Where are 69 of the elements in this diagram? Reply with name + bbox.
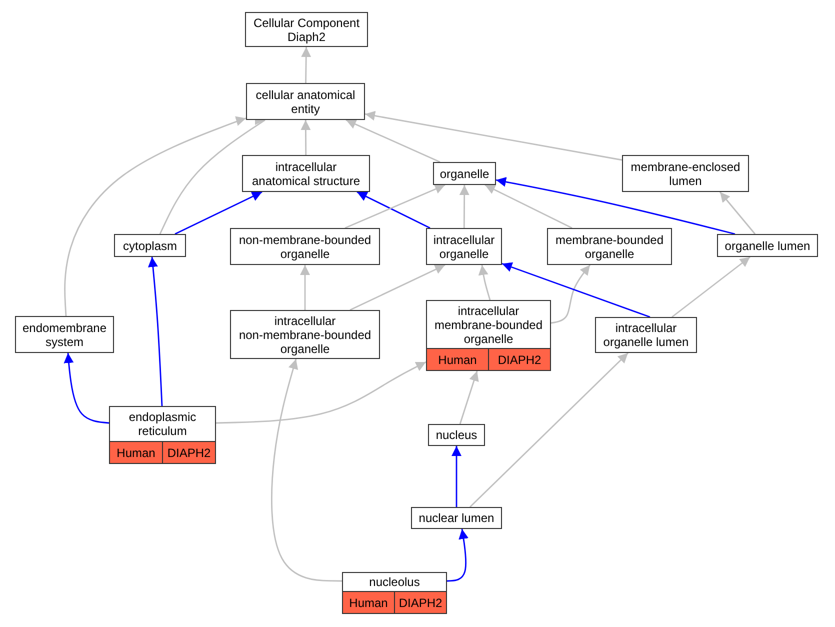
term-box (433, 162, 496, 185)
term-box (242, 155, 370, 192)
annotation-cell: DIAPH2 (488, 349, 550, 370)
annotation-cell: DIAPH2 (162, 442, 215, 463)
term-label: nucleus (434, 428, 478, 442)
term-box (595, 317, 697, 353)
term-label: intracellular organelle lumen (602, 321, 690, 349)
term-label: endoplasmic reticulum (128, 410, 198, 438)
term-label: membrane-bounded organelle (554, 232, 665, 260)
term-label: organelle (438, 166, 490, 180)
arrow (452, 446, 462, 507)
term-box (717, 234, 818, 257)
term-box (230, 310, 380, 359)
arrow (344, 184, 446, 229)
term-label: Cellular Component Diaph2 (252, 16, 361, 44)
term-box (547, 228, 672, 265)
arrow (719, 192, 756, 234)
arrow (64, 116, 246, 316)
term-label: intracellular membrane-bounded organelle (433, 304, 544, 346)
term-label: endomembrane system (21, 320, 108, 348)
arrow (356, 191, 430, 229)
term-label: cellular anatomical entity (254, 88, 356, 116)
arrow (550, 264, 591, 324)
arrow (496, 176, 736, 235)
arrow (216, 361, 426, 424)
arrow (446, 528, 468, 582)
term-box (426, 300, 551, 371)
term-label: membrane-enclosed lumen (630, 160, 742, 188)
term-box (246, 83, 365, 120)
annotation-cell: Human (343, 592, 394, 613)
term-label: cytoplasm (122, 238, 178, 252)
term-box (622, 155, 749, 192)
term-label: organelle lumen (724, 238, 812, 252)
arrow (64, 352, 110, 424)
arrow (502, 262, 650, 318)
annotation-cell: Human (110, 442, 162, 463)
term-box (109, 406, 216, 464)
arrow (459, 370, 479, 424)
term-box (230, 228, 380, 265)
term-label: intracellular non-membrane-bounded organelle (238, 314, 372, 356)
arrow (174, 191, 262, 235)
arrow (271, 358, 342, 582)
term-box (426, 228, 502, 265)
term-label: nuclear lumen (418, 511, 496, 525)
arrow (459, 185, 470, 228)
term-label: intracellular organelle (432, 232, 496, 260)
arrow (484, 184, 572, 229)
term-box (342, 572, 447, 614)
term-box (411, 507, 502, 529)
arrow (350, 264, 446, 311)
term-box (428, 424, 485, 446)
arrow (478, 264, 491, 300)
term-box (114, 234, 186, 257)
term-label: intracellular anatomical structure (250, 160, 362, 188)
arrow (159, 119, 266, 234)
annotation-cell: DIAPH2 (394, 592, 446, 613)
arrow (301, 47, 312, 83)
term-box (245, 12, 368, 47)
arrow (364, 110, 622, 161)
arrow (346, 119, 440, 163)
term-box (15, 316, 114, 353)
arrow (300, 265, 310, 310)
arrow (300, 120, 311, 155)
term-label: nucleolus (368, 575, 421, 589)
arrow (148, 256, 163, 406)
annotation-cell: Human (427, 349, 488, 370)
arrow (672, 256, 750, 318)
arrow (470, 352, 628, 508)
term-label: non-membrane-bounded organelle (238, 232, 372, 260)
